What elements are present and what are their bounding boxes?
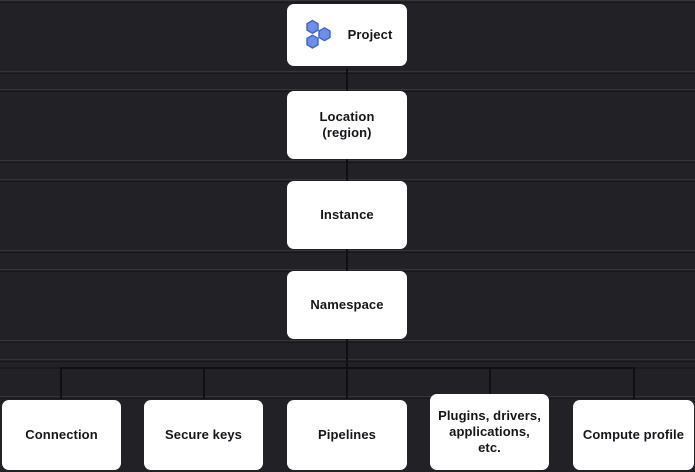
background-band [0,0,695,1]
connector-project-to-location [346,68,348,92]
connector-bus-to-compute-profile [633,367,635,399]
background-band [0,2,695,3]
connector-location-to-instance [346,158,348,182]
connector-instance-to-namespace [346,248,348,272]
connector-bus-left-tail [0,367,62,369]
node-plugins-label: Plugins, drivers, applications, etc. [438,407,541,456]
node-secure-keys[interactable]: Secure keys [144,400,263,470]
node-namespace[interactable]: Namespace [287,271,407,339]
node-plugins[interactable]: Plugins, drivers, applications, etc. [430,394,549,470]
node-instance[interactable]: Instance [287,181,407,249]
connector-bus-to-secure-keys [203,367,205,399]
node-compute-profile-label: Compute profile [582,426,685,442]
hexagons-icon [305,19,331,49]
node-compute-profile[interactable]: Compute profile [573,400,694,470]
connector-bus-to-connection [60,367,62,399]
node-pipelines-label: Pipelines [318,426,376,442]
node-location[interactable]: Location (region) [287,91,407,159]
connector-bus-to-pipelines [346,367,348,399]
node-namespace-label: Namespace [310,296,384,312]
connector-bus-right-tail [633,367,695,369]
node-pipelines[interactable]: Pipelines [287,400,407,470]
node-instance-label: Instance [320,206,374,222]
connector-namespace-to-bus [346,338,348,368]
node-connection-label: Connection [25,426,98,442]
node-secure-keys-label: Secure keys [165,426,242,442]
connector-bus-to-plugins [489,367,491,399]
node-location-label: Location (region) [319,108,375,140]
node-project-label: Project [347,26,393,42]
node-connection[interactable]: Connection [2,400,121,470]
node-project[interactable]: Project [287,4,407,66]
